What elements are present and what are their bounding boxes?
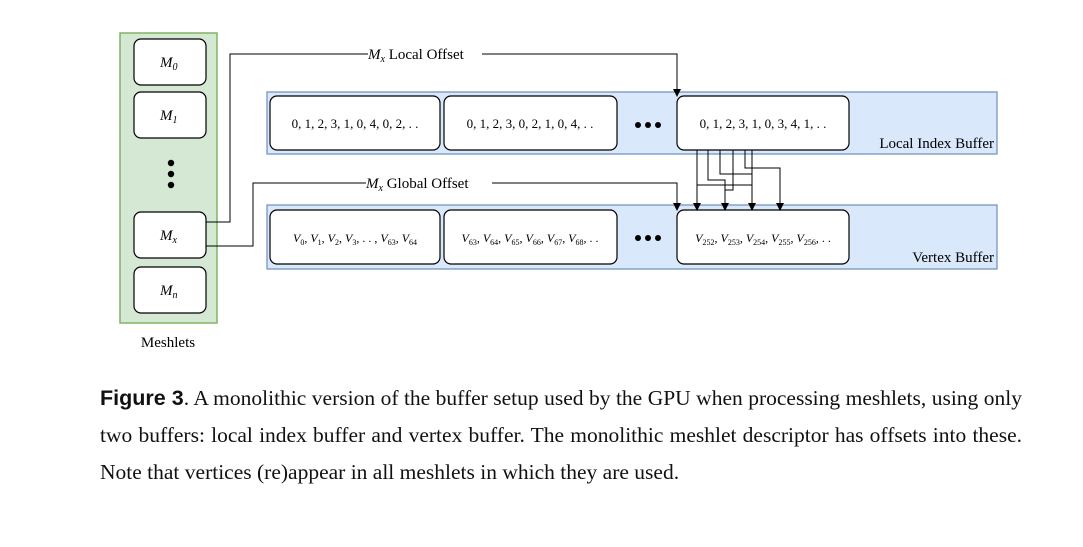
meshlet-mx: Mx [133, 211, 207, 259]
meshlet-m1: M1 [133, 91, 207, 139]
caption-text: . A monolithic version of the buffer set… [100, 386, 1022, 484]
vertex-cell-text: V63, V64, V65, V66, V67, V68, . . [461, 231, 598, 247]
vertex-cell-1: V0, V1, V2, V3, . . , V63, V64 [269, 209, 441, 265]
local-index-buffer-label: Local Index Buffer [879, 136, 994, 152]
meshlets-label: Meshlets [141, 335, 195, 351]
local-index-cell-2: 0, 1, 2, 3, 0, 2, 1, 0, 4, . . [443, 95, 618, 151]
svg-text:Mx: Mx [159, 228, 178, 246]
svg-text:Mn: Mn [159, 283, 178, 301]
index-to-vertex-arrows [693, 150, 784, 211]
ellipsis-horizontal-icon [635, 122, 661, 128]
svg-text:0, 1, 2, 3, 1, 0, 4, 0, 2, . .: 0, 1, 2, 3, 1, 0, 4, 0, 2, . . [292, 116, 419, 131]
figure-diagram: M0 M1 Mx Mn Meshlets 0, 1, 2, 3, 1, 0, 4… [119, 32, 998, 351]
local-index-cell-x: 0, 1, 2, 3, 1, 0, 3, 4, 1, . . [676, 95, 850, 151]
svg-text:0, 1, 2, 3, 0, 2, 1, 0, 4, . .: 0, 1, 2, 3, 0, 2, 1, 0, 4, . . [467, 116, 594, 131]
vertex-cell-x: V252, V253, V254, V255, V256, . . [676, 209, 850, 265]
meshlet-m0: M0 [133, 38, 207, 86]
svg-text:0, 1, 2, 3, 1, 0, 3, 4, 1, . .: 0, 1, 2, 3, 1, 0, 3, 4, 1, . . [700, 116, 827, 131]
vertex-cell-text: V0, V1, V2, V3, . . , V63, V64 [293, 231, 417, 247]
ellipsis-horizontal-icon [635, 235, 661, 241]
local-offset-arrow [206, 53, 681, 223]
svg-text:M0: M0 [159, 55, 178, 73]
figure-caption: Figure 3. A monolithic version of the bu… [100, 380, 1022, 491]
vertex-buffer-label: Vertex Buffer [912, 250, 994, 266]
svg-text:M1: M1 [159, 108, 178, 126]
meshlet-mn: Mn [133, 266, 207, 314]
global-offset-label: Mx Global Offset [365, 176, 469, 194]
ellipsis-vertical-icon [167, 159, 175, 189]
figure-label: Figure 3 [100, 386, 184, 410]
vertex-cell-2: V63, V64, V65, V66, V67, V68, . . [443, 209, 618, 265]
local-offset-label: Mx Local Offset [367, 47, 465, 65]
local-index-cell-1: 0, 1, 2, 3, 1, 0, 4, 0, 2, . . [269, 95, 441, 151]
global-offset-arrow [206, 182, 681, 247]
vertex-cell-text: V252, V253, V254, V255, V256, . . [695, 231, 831, 247]
